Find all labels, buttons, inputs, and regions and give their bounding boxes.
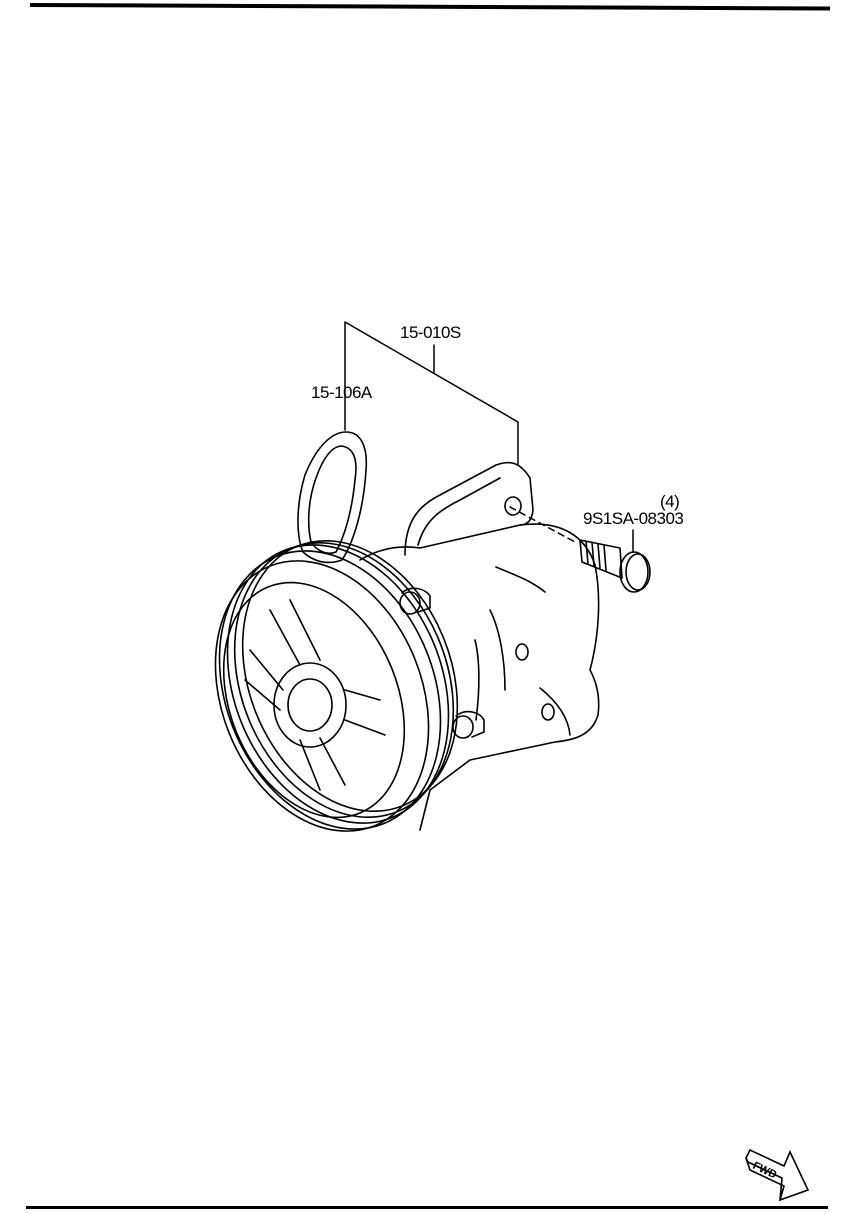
o-ring-part <box>297 431 368 564</box>
bottom-border-rule <box>26 1206 828 1209</box>
callout-bolt-quantity: (4) <box>660 492 680 511</box>
bolt-part <box>579 539 651 593</box>
fwd-direction-arrow-icon: FWD <box>745 1148 810 1202</box>
pulley <box>214 539 459 832</box>
pump-body <box>359 523 600 831</box>
pump-flange <box>404 461 534 556</box>
callout-bolt-part-number: 9S1SA-08303 <box>583 509 684 528</box>
callout-o-ring-part-number: 15-106A <box>311 383 372 402</box>
callout-assembly-part-number: 15-010S <box>400 323 461 342</box>
